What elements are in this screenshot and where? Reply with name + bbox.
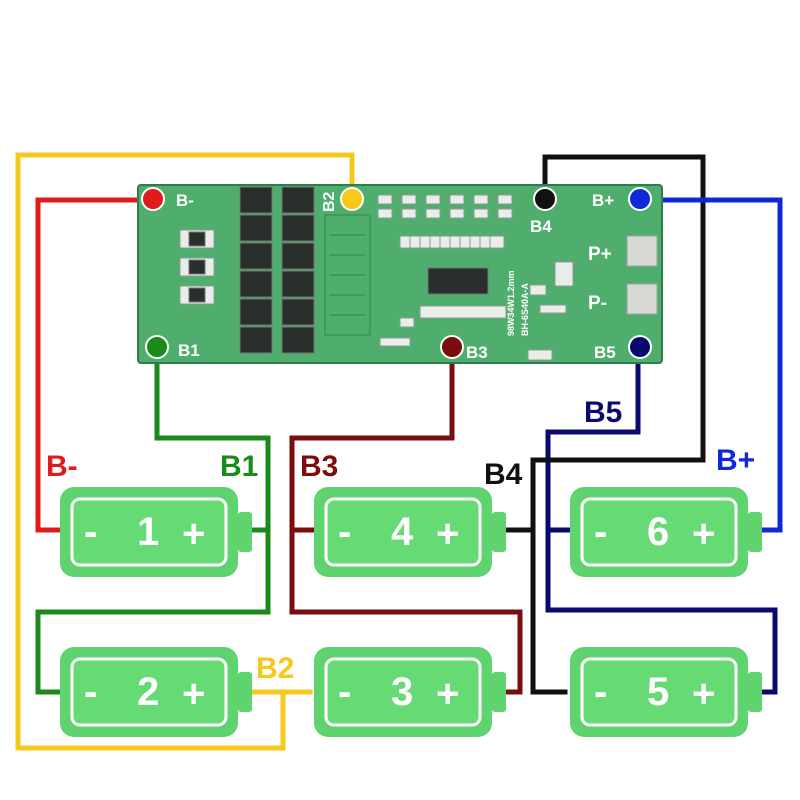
cell-5-minus: - <box>594 670 607 714</box>
board-label-b-minus: B- <box>176 191 194 210</box>
wire-b5 <box>545 345 778 695</box>
board-label-p-plus: P+ <box>588 244 612 265</box>
board-label-b1: B1 <box>178 341 200 360</box>
battery-cell-4: - 4 + <box>314 487 506 577</box>
wire-b-minus <box>35 197 155 533</box>
wire-b-plus <box>639 197 783 533</box>
cell-5-number: 5 <box>647 670 669 714</box>
terminal-b2 <box>340 187 364 211</box>
board-label-b2: B2 <box>321 191 338 212</box>
wire-label-b-plus: B+ <box>716 444 755 477</box>
cell-2-number: 2 <box>137 670 159 714</box>
terminal-b1 <box>145 335 169 359</box>
cell-6-plus: + <box>692 512 715 556</box>
wire-b3 <box>289 345 523 695</box>
cell-1-plus: + <box>182 512 205 556</box>
wire-label-b4: B4 <box>484 458 523 491</box>
board-label-p-minus: P- <box>588 293 607 314</box>
terminals <box>141 187 652 359</box>
cell-4-minus: - <box>338 510 351 554</box>
cell-1-number: 1 <box>137 510 159 554</box>
board-label-b5: B5 <box>594 343 616 362</box>
board-label-b4: B4 <box>530 217 552 236</box>
battery-cells: - 1 + - 4 + - 6 + - 2 + <box>60 487 762 737</box>
cell-6-number: 6 <box>647 510 669 554</box>
cell-6-minus: - <box>594 510 607 554</box>
battery-cell-5: - 5 + <box>570 647 762 737</box>
cell-4-plus: + <box>436 512 459 556</box>
terminal-b-minus <box>141 187 165 211</box>
wire-label-b-minus: B- <box>46 450 78 483</box>
p-minus-pad <box>626 283 658 315</box>
cell-1-minus: - <box>84 510 97 554</box>
cell-4-number: 4 <box>391 510 414 554</box>
terminal-b5 <box>628 335 652 359</box>
wire-label-b3: B3 <box>300 450 338 483</box>
wire-label-b2: B2 <box>256 652 294 685</box>
terminal-b4 <box>533 187 557 211</box>
battery-cell-6: - 6 + <box>570 487 762 577</box>
terminal-b-plus <box>628 187 652 211</box>
wires <box>15 152 783 751</box>
smd-components <box>324 194 574 361</box>
board-label-b3: B3 <box>466 343 488 362</box>
bms-ic <box>427 267 489 295</box>
cell-5-plus: + <box>692 672 715 716</box>
cell-3-plus: + <box>436 672 459 716</box>
p-plus-pad <box>626 235 658 267</box>
battery-cell-3: - 3 + <box>314 647 506 737</box>
battery-cell-2: - 2 + <box>60 647 252 737</box>
cell-2-minus: - <box>84 670 97 714</box>
terminal-b3 <box>440 335 464 359</box>
battery-cell-1: - 1 + <box>60 487 252 577</box>
bms-board: 98W34W1.2mm BH-6S40A-A B- B1 B2 B3 B4 B+… <box>137 184 663 364</box>
wire-label-b5: B5 <box>584 396 622 429</box>
wire-b4 <box>530 154 706 695</box>
cell-3-minus: - <box>338 670 351 714</box>
pcb <box>137 184 663 364</box>
mosfet-array <box>239 186 315 354</box>
cell-3-number: 3 <box>391 670 413 714</box>
wire-labels: B- B1 B3 B4 B5 B+ B2 <box>46 396 755 685</box>
resistor-block <box>179 229 215 305</box>
board-silk-text-2: BH-6S40A-A <box>520 282 530 336</box>
board-silk-text-1: 98W34W1.2mm <box>506 270 516 336</box>
wire-label-b1: B1 <box>220 450 258 483</box>
cell-2-plus: + <box>182 672 205 716</box>
board-label-b-plus: B+ <box>592 191 614 210</box>
wire-b1 <box>35 345 271 695</box>
